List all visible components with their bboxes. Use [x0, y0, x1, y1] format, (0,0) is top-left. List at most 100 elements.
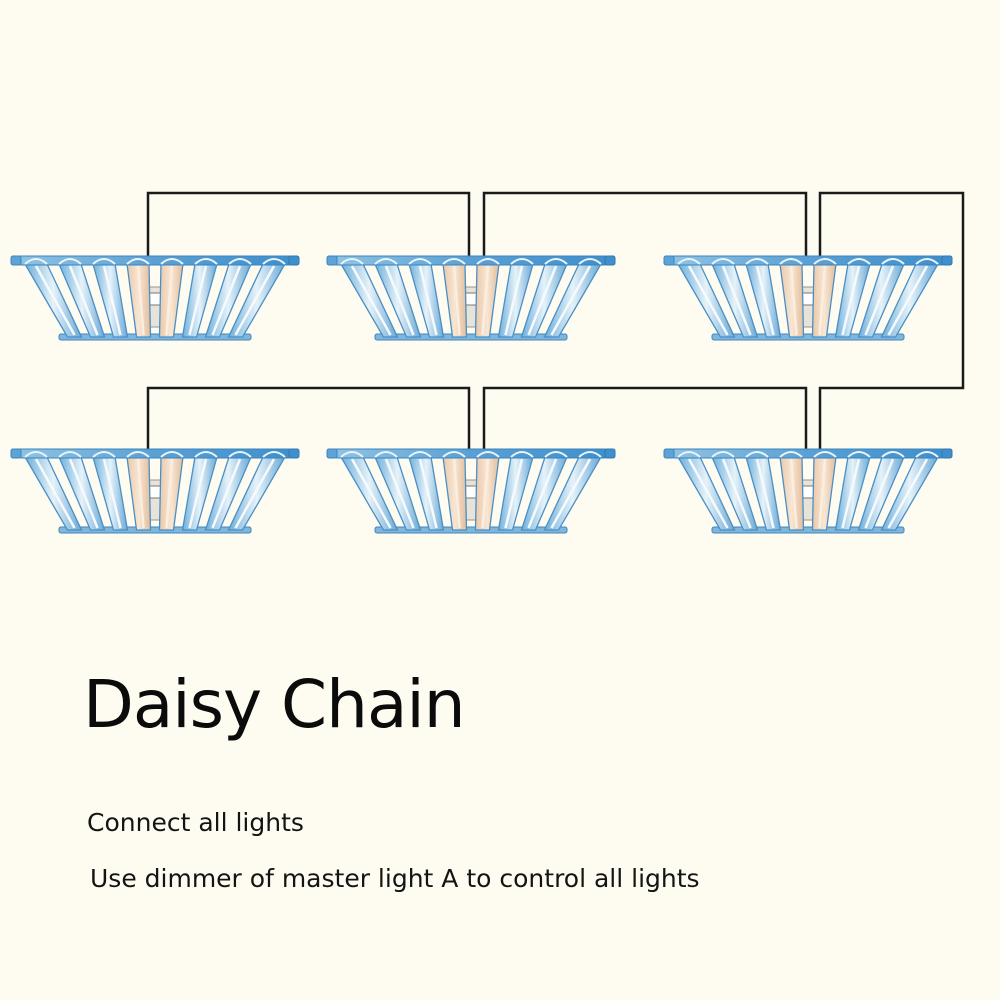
frame-connector	[228, 451, 252, 458]
frame-connector	[578, 451, 602, 458]
light-bar-core	[136, 265, 145, 336]
frame-connector	[915, 451, 939, 458]
light-bar-core	[527, 458, 558, 529]
frame-connector	[510, 451, 534, 458]
frame-connector	[847, 258, 871, 265]
light-bar-core	[350, 265, 392, 336]
frame-connector	[745, 258, 769, 265]
light-bar-core	[234, 458, 276, 529]
light-bar-core	[68, 265, 99, 336]
light-bar-core	[234, 265, 276, 336]
light-bar-core	[864, 265, 895, 336]
light-bar-core	[452, 458, 461, 529]
frame-bracket-right	[604, 255, 616, 266]
grow-light-row2-light2	[326, 448, 616, 534]
frame-connector	[442, 258, 466, 265]
frame-connector	[262, 258, 286, 265]
frame-connector	[544, 451, 568, 458]
light-bar-core	[527, 265, 558, 336]
frame-connector	[711, 451, 735, 458]
light-bar-core	[789, 265, 798, 336]
light-bar-core	[864, 458, 895, 529]
light-bar-core	[887, 265, 929, 336]
frame-connector	[194, 451, 218, 458]
frame-bracket-right	[941, 255, 953, 266]
light-bar-core	[721, 458, 752, 529]
frame-connector	[578, 258, 602, 265]
frame-bracket-right	[604, 448, 616, 459]
frame-bracket-left	[10, 448, 22, 459]
light-bar-core	[504, 458, 524, 529]
frame-connector	[160, 258, 184, 265]
cable-group	[146, 191, 965, 450]
frame-connector	[476, 258, 500, 265]
frame-connector	[194, 258, 218, 265]
light-bar-core	[841, 265, 861, 336]
grow-light-row2-light3	[663, 448, 953, 534]
light-bar-core	[755, 458, 775, 529]
light-bar-core	[211, 265, 242, 336]
light-bar-core	[504, 265, 524, 336]
frame-connector	[374, 451, 398, 458]
frame-connector	[374, 258, 398, 265]
frame-bracket-left	[326, 255, 338, 266]
fixture-group	[10, 255, 953, 534]
frame-connector	[228, 258, 252, 265]
grow-light-row1-light3	[663, 255, 953, 341]
light-bar-core	[384, 265, 415, 336]
light-bar-core	[102, 458, 122, 529]
frame-connector	[544, 258, 568, 265]
light-bar-core	[418, 458, 438, 529]
light-bar-core	[418, 265, 438, 336]
cable-row2-light3-to-light2	[482, 386, 808, 450]
diagram-title: Daisy Chain	[83, 666, 466, 743]
frame-connector	[126, 258, 150, 265]
frame-bracket-left	[326, 448, 338, 459]
frame-connector	[915, 258, 939, 265]
frame-connector	[24, 258, 48, 265]
frame-connector	[745, 451, 769, 458]
fixture-bottom-rail	[58, 333, 252, 341]
light-bar-core	[68, 458, 99, 529]
frame-connector	[510, 258, 534, 265]
light-bar-core	[818, 265, 827, 336]
light-bar-core	[550, 458, 592, 529]
light-bar-core	[481, 265, 490, 336]
grow-light-row2-light1	[10, 448, 300, 534]
frame-connector	[779, 258, 803, 265]
cable-light1-to-light2	[146, 191, 471, 258]
frame-connector	[476, 451, 500, 458]
frame-connector	[92, 258, 116, 265]
frame-connector	[24, 451, 48, 458]
frame-bracket-left	[663, 255, 675, 266]
light-bar-core	[165, 265, 174, 336]
frame-connector	[408, 258, 432, 265]
fixture-bottom-rail	[711, 526, 905, 534]
light-bar-core	[687, 458, 729, 529]
frame-connector	[677, 258, 701, 265]
light-bar-core	[102, 265, 122, 336]
grow-light-row1-light2	[326, 255, 616, 341]
frame-connector	[779, 451, 803, 458]
fixture-bottom-rail	[711, 333, 905, 341]
fixture-bottom-rail	[58, 526, 252, 534]
frame-connector	[442, 451, 466, 458]
light-bar-core	[550, 265, 592, 336]
frame-connector	[340, 451, 364, 458]
light-bar-core	[136, 458, 145, 529]
light-bar-core	[841, 458, 861, 529]
cable-light3-to-row2	[818, 191, 965, 450]
light-bar-core	[188, 458, 208, 529]
light-bar-core	[721, 265, 752, 336]
light-bar-core	[687, 265, 729, 336]
light-bar-core	[34, 458, 76, 529]
light-bar-core	[887, 458, 929, 529]
frame-connector	[262, 451, 286, 458]
light-bar-core	[452, 265, 461, 336]
frame-connector	[340, 258, 364, 265]
frame-connector	[58, 451, 82, 458]
frame-connector	[813, 451, 837, 458]
frame-connector	[126, 451, 150, 458]
